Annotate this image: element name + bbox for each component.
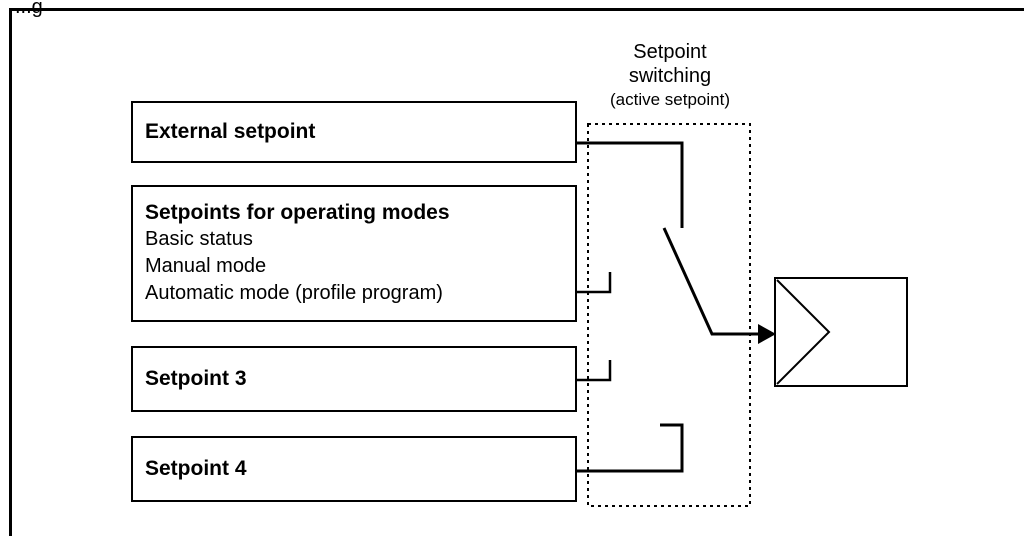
external-setpoint-box: External setpoint <box>131 101 577 163</box>
switching-region-outline <box>587 123 751 507</box>
setpoint-3-box: Setpoint 3 <box>131 346 577 412</box>
mode-basic-status: Basic status <box>145 228 253 250</box>
operating-modes-box: Setpoints for operating modes Basic stat… <box>131 185 577 322</box>
wire-operating-modes <box>577 272 612 294</box>
wire-external-setpoint <box>577 141 684 228</box>
setpoint-4-label: Setpoint 4 <box>145 457 247 480</box>
mode-automatic: Automatic mode (profile program) <box>145 282 443 304</box>
switch-label-line-2: switching <box>628 65 712 87</box>
arrow-head-icon <box>758 324 776 344</box>
wire-setpoint-3 <box>577 360 612 382</box>
operating-modes-title: Setpoints for operating modes <box>145 201 450 224</box>
diagram-frame: ...g <box>9 0 1024 536</box>
controller-box <box>774 277 908 387</box>
switch-label-line-1: Setpoint <box>633 41 707 63</box>
external-setpoint-label: External setpoint <box>145 120 316 143</box>
setpoint-switching-label: Setpoint switching (active setpoint) <box>580 40 760 112</box>
mode-manual: Manual mode <box>145 255 267 277</box>
wire-setpoint-4 <box>577 423 684 473</box>
setpoint-3-label: Setpoint 3 <box>145 367 247 390</box>
switch-contact-arm <box>662 227 765 336</box>
controller-triangle-icon <box>776 279 831 385</box>
setpoint-4-box: Setpoint 4 <box>131 436 577 502</box>
top-caption: ...g <box>15 0 43 18</box>
switch-label-line-3: (active setpoint) <box>610 90 730 109</box>
